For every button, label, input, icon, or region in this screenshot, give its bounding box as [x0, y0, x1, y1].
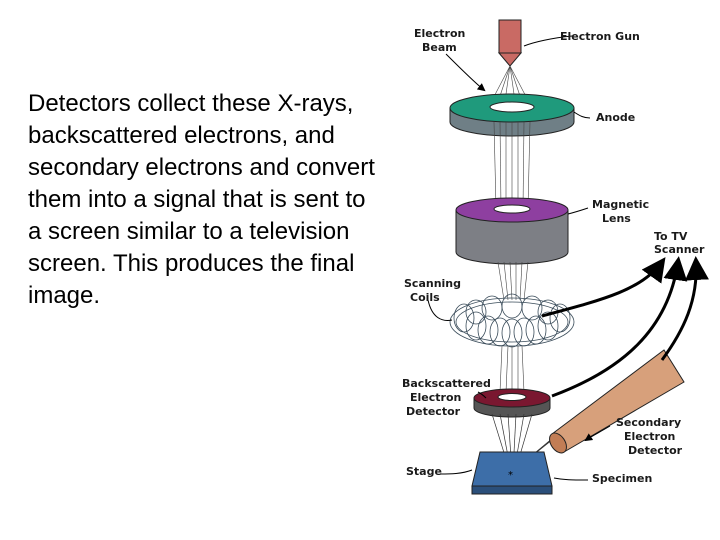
label-electron-gun: Electron Gun	[560, 30, 640, 43]
svg-text:*: *	[508, 470, 513, 481]
secondary-detector	[549, 349, 685, 454]
electron-gun	[497, 19, 523, 67]
electron-beam-scan	[499, 345, 525, 393]
label-magnetic-lens-2: Lens	[602, 212, 631, 225]
label-anode: Anode	[596, 111, 635, 124]
specimen-stage: *	[471, 451, 553, 495]
label-secondary-3: Detector	[628, 444, 683, 457]
body-text: Detectors collect these X-rays, backscat…	[28, 90, 375, 309]
label-magnetic-lens-1: Magnetic	[592, 198, 649, 211]
label-backscattered-1: Backscattered	[402, 377, 491, 390]
electron-beam-lower	[497, 261, 529, 301]
label-backscattered-2: Electron	[410, 391, 461, 404]
backscattered-detector	[473, 388, 551, 418]
label-to-tv-scanner-1: To TV	[654, 230, 688, 243]
label-stage: Stage	[406, 465, 442, 478]
label-secondary-2: Electron	[624, 430, 675, 443]
label-electron-beam-1: Electron	[414, 27, 465, 40]
diagram-labels: Electron Beam Electron Gun Anode Magneti…	[402, 27, 705, 485]
label-electron-beam-2: Beam	[422, 41, 457, 54]
label-secondary-1: Secondary	[616, 416, 681, 429]
sem-diagram: * Electron Beam Electron Gun Anode Magne…	[402, 19, 709, 495]
label-scanning-coils-2: Coils	[410, 291, 440, 304]
magnetic-lens	[455, 197, 569, 265]
label-backscattered-3: Detector	[406, 405, 461, 418]
signal-arrows	[541, 256, 709, 398]
electron-beam-middle	[493, 121, 531, 209]
scanning-coils	[449, 293, 575, 348]
label-to-tv-scanner-2: Scanner	[654, 243, 705, 256]
label-scanning-coils-1: Scanning	[404, 277, 461, 290]
label-pointers	[427, 35, 611, 481]
label-specimen: Specimen	[592, 472, 652, 485]
